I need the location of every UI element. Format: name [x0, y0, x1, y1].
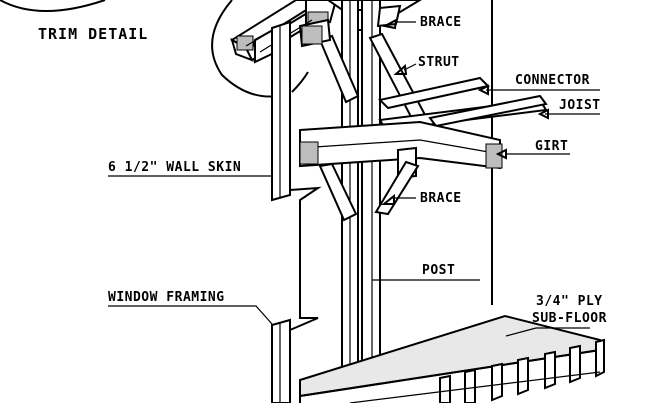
wall-skin-label: 6 1/2" WALL SKIN — [108, 160, 241, 175]
wall-skin — [271, 0, 493, 403]
window-framing-label: WINDOW FRAMING — [108, 290, 225, 305]
subfloor-label: SUB-FLOOR — [532, 311, 607, 326]
ply-label: 3/4" PLY — [536, 294, 603, 309]
roof-trim-detail-circle — [211, 0, 309, 98]
leader-lines — [108, 18, 600, 337]
strut — [298, 18, 360, 104]
trim-detail-circle — [0, 0, 106, 12]
joist-label: JOIST — [559, 98, 601, 113]
post-label: POST — [422, 263, 455, 278]
floor-joists — [349, 338, 605, 403]
strut-label: STRUT — [418, 55, 460, 70]
girt — [299, 120, 503, 180]
brace-top-label: BRACE — [420, 15, 462, 30]
lower-brace-left — [318, 162, 358, 222]
post-right — [361, 0, 381, 380]
girt-label: GIRT — [535, 139, 568, 154]
brace-bottom-label: BRACE — [420, 191, 462, 206]
connector-label: CONNECTOR — [515, 73, 590, 88]
trim-detail-label: TRIM DETAIL — [38, 25, 148, 43]
